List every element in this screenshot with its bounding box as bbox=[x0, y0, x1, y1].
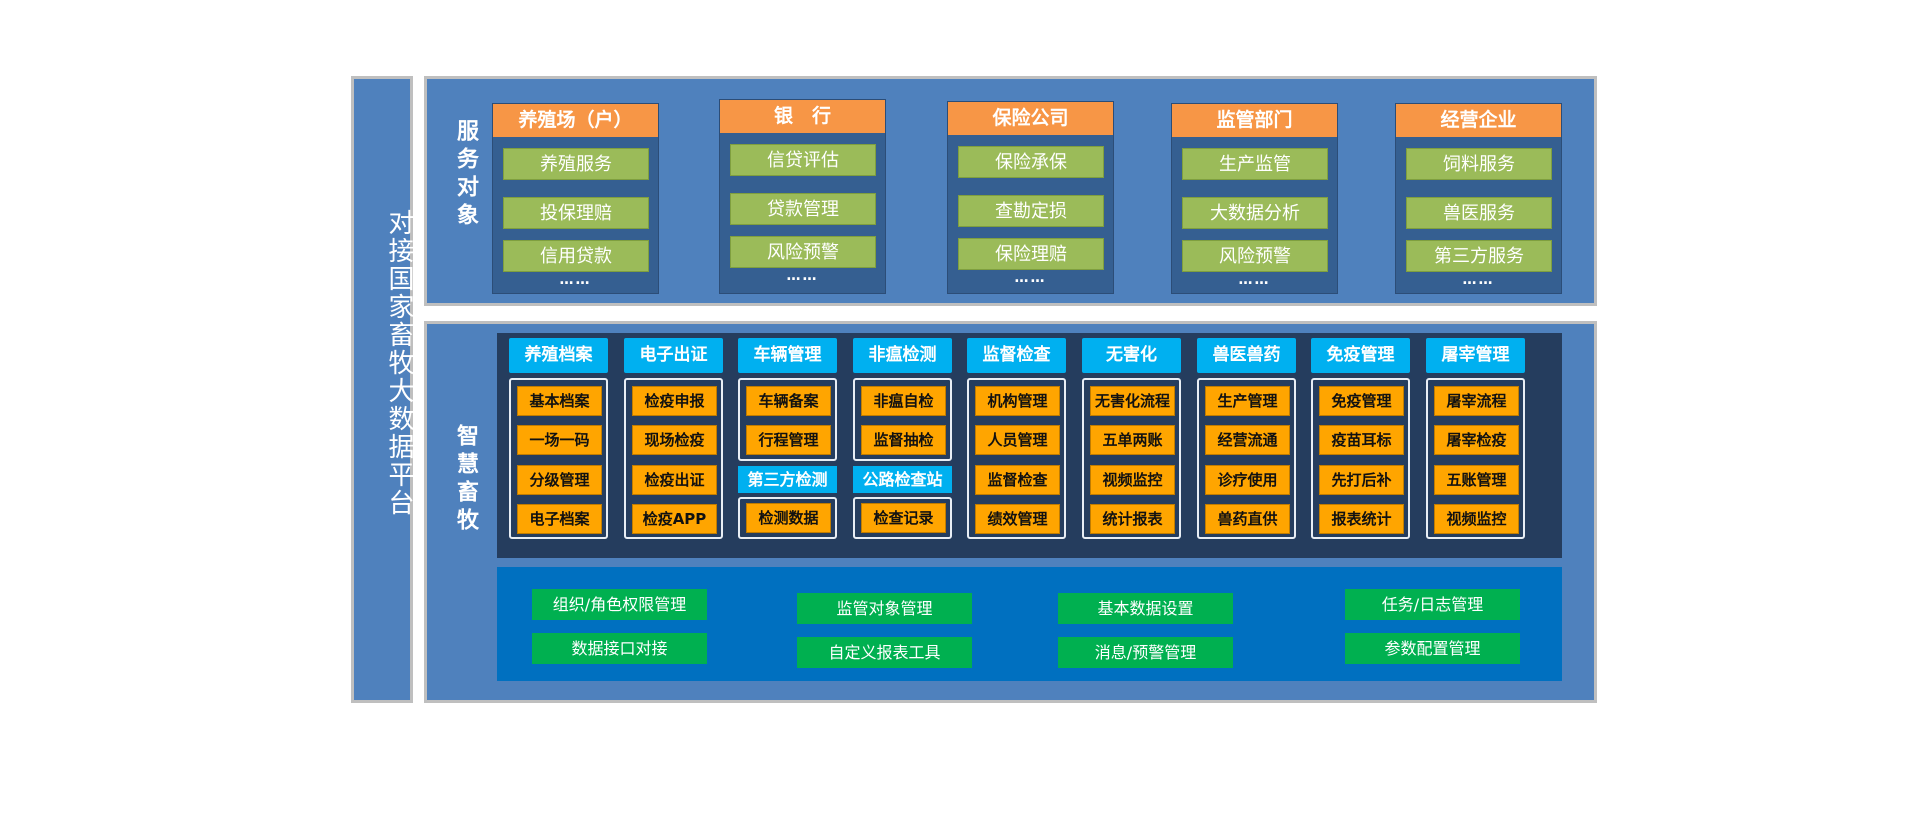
service-group: 银 行信贷评估贷款管理风险预警…… bbox=[719, 99, 886, 294]
module-item[interactable]: 监督检查 bbox=[975, 464, 1060, 495]
service-item[interactable]: 风险预警 bbox=[1182, 240, 1328, 272]
more-dots: …… bbox=[1238, 272, 1271, 288]
module-item[interactable]: 非瘟自检 bbox=[861, 386, 946, 416]
service-group: 经营企业饲料服务兽医服务第三方服务…… bbox=[1395, 103, 1562, 294]
module-box: 无害化流程五单两账视频监控统计报表 bbox=[1082, 378, 1181, 539]
module-item[interactable]: 无害化流程 bbox=[1090, 386, 1175, 416]
base-function-button[interactable]: 基本数据设置 bbox=[1058, 593, 1233, 624]
module-header[interactable]: 非瘟检测 bbox=[853, 338, 952, 373]
module-item[interactable]: 检疫出证 bbox=[632, 464, 717, 495]
service-group: 监管部门生产监管大数据分析风险预警…… bbox=[1171, 103, 1338, 294]
module-box: 车辆备案行程管理 bbox=[738, 378, 837, 461]
module-header[interactable]: 无害化 bbox=[1082, 338, 1181, 373]
base-function-button[interactable]: 监管对象管理 bbox=[797, 593, 972, 624]
service-item[interactable]: 大数据分析 bbox=[1182, 197, 1328, 229]
module-header[interactable]: 屠宰管理 bbox=[1426, 338, 1525, 373]
service-item[interactable]: 查勘定损 bbox=[958, 195, 1104, 227]
service-group-header: 养殖场（户） bbox=[493, 104, 658, 137]
module-item[interactable]: 一场一码 bbox=[517, 425, 602, 456]
service-item[interactable]: 保险理赔 bbox=[958, 238, 1104, 270]
module-item[interactable]: 先打后补 bbox=[1319, 464, 1404, 495]
module-box: 屠宰流程屠宰检疫五账管理视频监控 bbox=[1426, 378, 1525, 539]
module-header[interactable]: 监督检查 bbox=[967, 338, 1066, 373]
module-item[interactable]: 车辆备案 bbox=[746, 386, 831, 416]
module-item[interactable]: 人员管理 bbox=[975, 425, 1060, 456]
module-header[interactable]: 兽医兽药 bbox=[1197, 338, 1296, 373]
module-item[interactable]: 兽药直供 bbox=[1205, 503, 1290, 534]
module-item[interactable]: 视频监控 bbox=[1434, 503, 1519, 534]
module-item[interactable]: 屠宰检疫 bbox=[1434, 425, 1519, 456]
module-item[interactable]: 屠宰流程 bbox=[1434, 386, 1519, 416]
module-header[interactable]: 车辆管理 bbox=[738, 338, 837, 373]
module-box: 检查记录 bbox=[853, 497, 952, 539]
module-item[interactable]: 基本档案 bbox=[517, 386, 602, 416]
module-box: 免疫管理疫苗耳标先打后补报表统计 bbox=[1311, 378, 1410, 539]
service-group-header: 银 行 bbox=[720, 100, 885, 133]
module-header[interactable]: 养殖档案 bbox=[509, 338, 608, 373]
service-item[interactable]: 贷款管理 bbox=[730, 193, 876, 225]
module-box: 基本档案一场一码分级管理电子档案 bbox=[509, 378, 608, 539]
module-subheader[interactable]: 第三方检测 bbox=[738, 466, 837, 493]
module-item[interactable]: 诊疗使用 bbox=[1205, 464, 1290, 495]
module-item[interactable]: 经营流通 bbox=[1205, 425, 1290, 456]
service-item[interactable]: 生产监管 bbox=[1182, 148, 1328, 180]
module-item[interactable]: 分级管理 bbox=[517, 464, 602, 495]
module-item[interactable]: 免疫管理 bbox=[1319, 386, 1404, 416]
service-group-header: 经营企业 bbox=[1396, 104, 1561, 137]
module-subheader[interactable]: 公路检查站 bbox=[853, 466, 952, 493]
module-item[interactable]: 报表统计 bbox=[1319, 503, 1404, 534]
service-item[interactable]: 保险承保 bbox=[958, 146, 1104, 178]
module-item[interactable]: 五账管理 bbox=[1434, 464, 1519, 495]
base-function-button[interactable]: 参数配置管理 bbox=[1345, 633, 1520, 664]
service-group-header: 保险公司 bbox=[948, 102, 1113, 135]
module-box: 检疫申报现场检疫检疫出证检疫APP bbox=[624, 378, 723, 539]
module-item[interactable]: 检查记录 bbox=[861, 503, 946, 533]
national-platform-title: 对接国家畜牧大数据平台 bbox=[384, 209, 414, 517]
service-group: 保险公司保险承保查勘定损保险理赔…… bbox=[947, 101, 1114, 294]
module-item[interactable]: 检疫申报 bbox=[632, 386, 717, 416]
service-item[interactable]: 信贷评估 bbox=[730, 144, 876, 176]
base-function-button[interactable]: 消息/预警管理 bbox=[1058, 637, 1233, 668]
module-item[interactable]: 检测数据 bbox=[746, 503, 831, 533]
module-header[interactable]: 电子出证 bbox=[624, 338, 723, 373]
module-item[interactable]: 统计报表 bbox=[1090, 503, 1175, 534]
module-box: 生产管理经营流通诊疗使用兽药直供 bbox=[1197, 378, 1296, 539]
national-platform-bar: 对接国家畜牧大数据平台 bbox=[351, 76, 414, 703]
more-dots: …… bbox=[1462, 272, 1495, 288]
service-group: 养殖场（户） 养殖服务投保理赔信用贷款…… bbox=[492, 103, 659, 294]
base-function-button[interactable]: 组织/角色权限管理 bbox=[532, 589, 707, 620]
module-box: 机构管理人员管理监督检查绩效管理 bbox=[967, 378, 1066, 539]
module-item[interactable]: 疫苗耳标 bbox=[1319, 425, 1404, 456]
service-group-header: 监管部门 bbox=[1172, 104, 1337, 137]
more-dots: …… bbox=[786, 268, 819, 284]
module-item[interactable]: 绩效管理 bbox=[975, 503, 1060, 534]
base-function-button[interactable]: 数据接口对接 bbox=[532, 633, 707, 664]
more-dots: …… bbox=[1014, 270, 1047, 286]
module-item[interactable]: 生产管理 bbox=[1205, 386, 1290, 416]
module-item[interactable]: 电子档案 bbox=[517, 503, 602, 534]
module-item[interactable]: 五单两账 bbox=[1090, 425, 1175, 456]
module-header[interactable]: 免疫管理 bbox=[1311, 338, 1410, 373]
module-item[interactable]: 视频监控 bbox=[1090, 464, 1175, 495]
module-item[interactable]: 行程管理 bbox=[746, 425, 831, 455]
more-dots: …… bbox=[559, 272, 592, 288]
smart-livestock-label: 智慧畜牧 bbox=[453, 424, 478, 536]
module-item[interactable]: 现场检疫 bbox=[632, 425, 717, 456]
base-function-button[interactable]: 任务/日志管理 bbox=[1345, 589, 1520, 620]
service-item[interactable]: 投保理赔 bbox=[503, 197, 649, 229]
module-item[interactable]: 检疫APP bbox=[632, 503, 717, 534]
base-function-button[interactable]: 自定义报表工具 bbox=[797, 637, 972, 668]
module-item[interactable]: 监督抽检 bbox=[861, 425, 946, 455]
service-item[interactable]: 信用贷款 bbox=[503, 240, 649, 272]
service-item[interactable]: 风险预警 bbox=[730, 236, 876, 268]
service-item[interactable]: 养殖服务 bbox=[503, 148, 649, 180]
module-box: 非瘟自检监督抽检 bbox=[853, 378, 952, 461]
service-item[interactable]: 饲料服务 bbox=[1406, 148, 1552, 180]
service-item[interactable]: 兽医服务 bbox=[1406, 197, 1552, 229]
service-item[interactable]: 第三方服务 bbox=[1406, 240, 1552, 272]
service-objects-label: 服务对象 bbox=[453, 119, 478, 231]
module-box: 检测数据 bbox=[738, 497, 837, 539]
module-item[interactable]: 机构管理 bbox=[975, 386, 1060, 416]
